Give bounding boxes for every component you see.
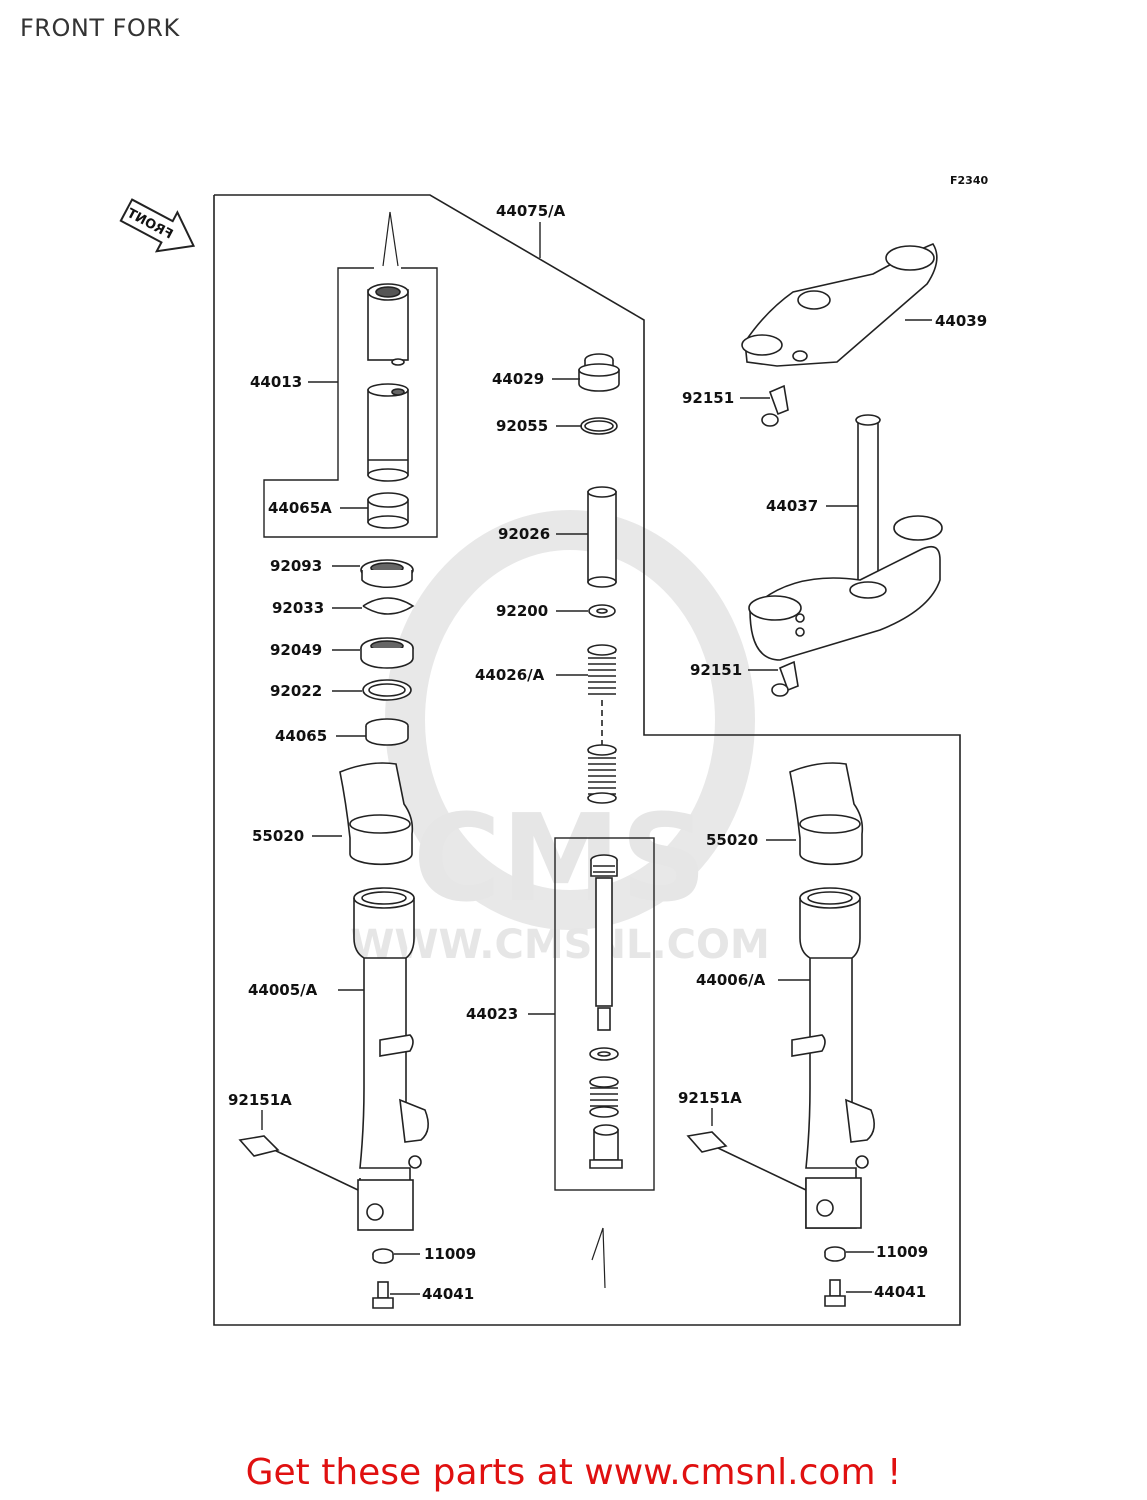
footer-link[interactable]: Get these parts at www.cmsnl.com !	[245, 1452, 902, 1493]
part-label-44037: 44037	[766, 497, 818, 515]
part-label-92033: 92033	[272, 599, 324, 617]
part-label-92049: 92049	[270, 641, 322, 659]
part-label-92093: 92093	[270, 557, 322, 575]
spring-spacer-parts	[587, 486, 617, 804]
assembly-outline	[213, 194, 961, 1326]
part-label-11009-left: 11009	[424, 1245, 476, 1263]
leader-lines	[261, 222, 932, 1295]
bushing-44065a-part	[367, 492, 409, 529]
figure-code: F2340	[950, 174, 988, 187]
part-label-44065: 44065	[275, 727, 327, 745]
outer-tube-right-part	[686, 887, 875, 1229]
steering-stem-part	[748, 414, 943, 661]
part-label-92026: 92026	[498, 525, 550, 543]
fork-guard-right-part	[789, 762, 864, 866]
part-label-92151a-right: 92151A	[678, 1089, 742, 1107]
part-label-44041-left: 44041	[422, 1285, 474, 1303]
damper-rod-part	[589, 854, 623, 1169]
outer-tube-left-part	[238, 887, 429, 1231]
part-label-92151-mid: 92151	[690, 661, 742, 679]
fork-guard-left-part	[339, 762, 414, 866]
page-title: FRONT FORK	[20, 14, 180, 42]
part-label-55020-right: 55020	[706, 831, 758, 849]
part-label-11009-right: 11009	[876, 1243, 928, 1261]
cap-bolt-part	[578, 353, 620, 435]
bolt-92151-top-part	[761, 384, 789, 427]
part-label-44041-right: 44041	[874, 1283, 926, 1301]
cms-watermark: CMS WWW.CMSNL.COM	[350, 510, 770, 968]
part-label-44029: 44029	[492, 370, 544, 388]
part-label-92022: 92022	[270, 682, 322, 700]
axle-nut-bolt-parts	[372, 1246, 846, 1309]
part-label-92200: 92200	[496, 602, 548, 620]
part-label-92055: 92055	[496, 417, 548, 435]
watermark-logo: CMS	[413, 790, 707, 929]
part-label-44023: 44023	[466, 1005, 518, 1023]
part-label-92151a-left: 92151A	[228, 1091, 292, 1109]
part-label-44005: 44005/A	[248, 981, 318, 999]
inner-tube-part	[367, 283, 409, 482]
part-label-44026: 44026/A	[475, 666, 545, 684]
part-label-44006: 44006/A	[696, 971, 766, 989]
parts-diagram: CMS WWW.CMSNL.COM F2340 FRONT	[119, 174, 988, 1326]
part-label-55020-left: 55020	[252, 827, 304, 845]
part-label-44039: 44039	[935, 312, 987, 330]
subassembly-box-44013	[263, 267, 438, 538]
bolt-92151-mid-part	[771, 660, 799, 697]
upper-triple-clamp-part	[741, 243, 938, 367]
part-label-44065a: 44065A	[268, 499, 332, 517]
part-label-92151-top: 92151	[682, 389, 734, 407]
front-arrow-icon: FRONT	[119, 198, 196, 253]
part-label-44075: 44075/A	[496, 202, 566, 220]
watermark-url: WWW.CMSNL.COM	[350, 922, 770, 968]
part-label-44013: 44013	[250, 373, 302, 391]
seal-stack-parts	[360, 559, 415, 746]
